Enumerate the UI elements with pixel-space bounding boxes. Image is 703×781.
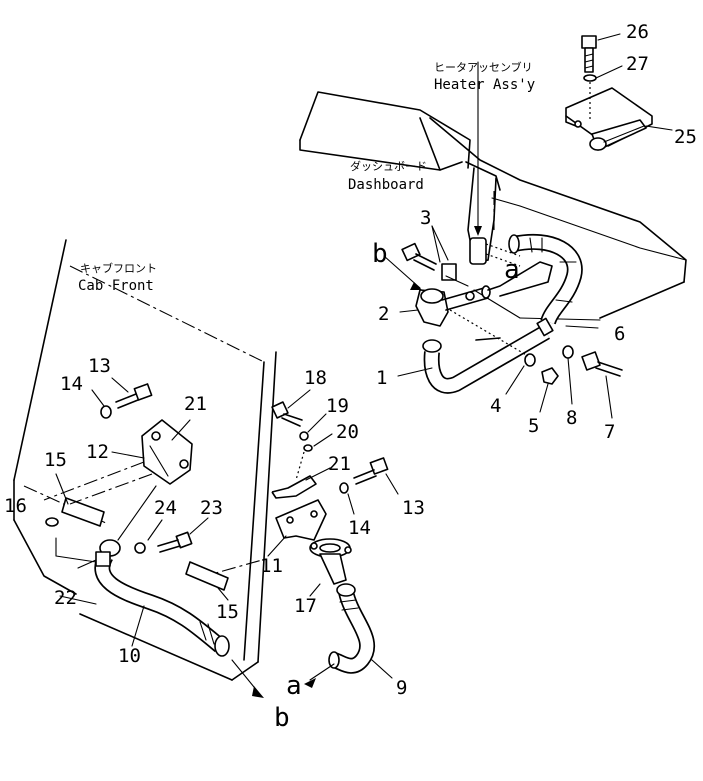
- callout-16: 16: [4, 495, 27, 517]
- bolt-18-19-20: [271, 389, 333, 481]
- heater-assembly: [467, 61, 521, 267]
- cab-front-label-jp: キャブフロント: [80, 261, 157, 275]
- callout-24: 24: [154, 497, 177, 519]
- bolt-3: [401, 225, 469, 287]
- callout-b-top: b: [372, 239, 388, 269]
- callout-2: 2: [378, 303, 389, 325]
- callout-14-left: 14: [60, 373, 83, 395]
- plate-15-left: [55, 473, 105, 527]
- callout-21-right: 21: [328, 453, 351, 475]
- flange-17: [309, 538, 352, 597]
- callout-20: 20: [336, 421, 359, 443]
- callout-14-right: 14: [348, 517, 371, 539]
- pipe-1: [397, 317, 554, 394]
- callout-13-left: 13: [88, 355, 111, 377]
- callout-b-bottom: b: [274, 703, 290, 733]
- callout-12: 12: [86, 441, 109, 463]
- fasteners-4-5-7-8: [449, 309, 623, 419]
- hose-6: [508, 233, 599, 329]
- cab-front-label-en: Cab Front: [78, 278, 154, 294]
- clip-21: [271, 467, 331, 499]
- bolt-13-left: [91, 377, 153, 419]
- washer-bolt-23-24: [134, 517, 209, 554]
- heater-label-en: Heater Ass'y: [434, 77, 535, 93]
- callout-15-right: 15: [216, 601, 239, 623]
- callout-10: 10: [118, 645, 141, 667]
- callout-17: 17: [294, 595, 317, 617]
- callout-5: 5: [528, 415, 539, 437]
- heater-label: ヒータアッセンブリ Heater Ass'y: [434, 60, 535, 93]
- callout-a-top: a: [504, 255, 520, 285]
- callout-26: 26: [626, 21, 649, 43]
- bolt-13-right: [339, 457, 399, 515]
- callout-19: 19: [326, 395, 349, 417]
- heater-label-jp: ヒータアッセンブリ: [434, 60, 533, 74]
- callout-1: 1: [376, 367, 387, 389]
- plate-15-right: [185, 561, 229, 601]
- callout-21-left: 21: [184, 393, 207, 415]
- callout-7: 7: [604, 421, 615, 443]
- dashboard-label-jp: ダッシュボード: [350, 159, 427, 173]
- callout-8: 8: [566, 407, 577, 429]
- bolt-26: [581, 33, 623, 120]
- dashboard-label: ダッシュボード Dashboard: [348, 159, 427, 193]
- callout-numbers: 26 27 25 3 b a 2 6 1 4 5 8 7 13 14 21 12…: [4, 21, 697, 733]
- hose-9: [304, 583, 393, 688]
- callout-3: 3: [420, 207, 431, 229]
- leader-b-bottom: [231, 659, 264, 698]
- callout-22: 22: [54, 587, 77, 609]
- callout-18: 18: [304, 367, 327, 389]
- bracket-11: [267, 499, 327, 557]
- callout-a-bottom: a: [286, 671, 302, 701]
- dashboard-panel: [299, 91, 687, 341]
- callout-13-right: 13: [402, 497, 425, 519]
- callout-27: 27: [626, 53, 649, 75]
- cab-front-label: キャブフロント Cab Front: [78, 261, 157, 294]
- callout-9: 9: [396, 677, 407, 699]
- valve-2: [383, 255, 553, 327]
- callout-4: 4: [490, 395, 501, 417]
- callout-23: 23: [200, 497, 223, 519]
- callout-11: 11: [260, 555, 283, 577]
- hose-10: [45, 485, 230, 657]
- bracket-12: [43, 419, 193, 505]
- callout-25: 25: [674, 126, 697, 148]
- callout-15-left: 15: [44, 449, 67, 471]
- bracket-25: [565, 87, 673, 151]
- callout-6: 6: [614, 323, 625, 345]
- dashboard-label-en: Dashboard: [348, 177, 424, 193]
